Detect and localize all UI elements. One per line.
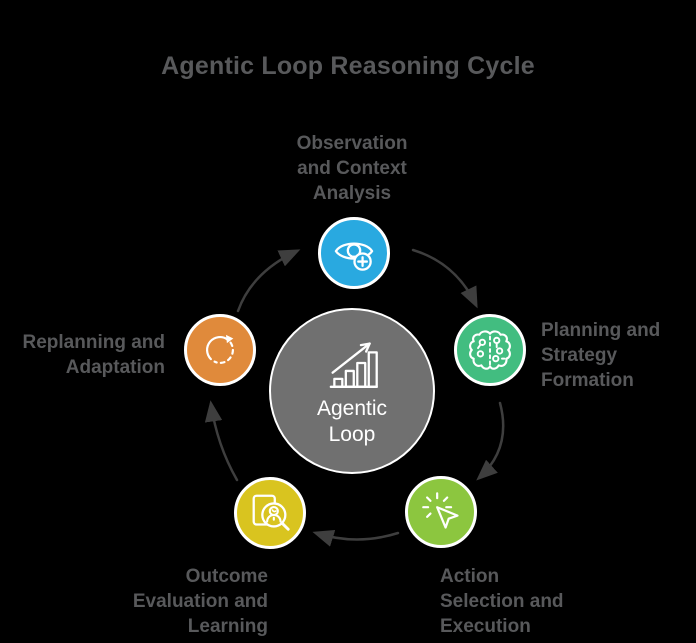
arrow-replanning-to-observation (236, 249, 301, 313)
arrow-action-to-outcome (312, 529, 400, 547)
label-replanning: Replanning and Adaptation (22, 332, 166, 378)
label-outcome: Outcome Evaluation and Learning (132, 566, 268, 637)
label-observation: Observation and Context Analysis (296, 133, 408, 204)
node-replanning (184, 314, 256, 386)
cursor-click-icon (422, 492, 459, 529)
arrow-outcome-to-replanning (204, 400, 239, 482)
person-magnifier-document-icon (252, 494, 290, 531)
arrow-observation-to-planning (411, 248, 478, 309)
node-outcome (234, 477, 306, 549)
brain-circuit-icon (469, 330, 511, 370)
node-action (405, 476, 477, 548)
arrow-planning-to-action (476, 401, 505, 481)
center-node-label: Agentic Loop (316, 397, 388, 446)
growth-chart-icon (329, 342, 378, 388)
eye-plus-icon (334, 242, 374, 271)
label-action: Action Selection and Execution (440, 566, 564, 637)
node-observation (318, 217, 390, 289)
diagram-title: Agentic Loop Reasoning Cycle (161, 52, 535, 80)
node-planning (454, 314, 526, 386)
label-planning: Planning and Strategy Formation (541, 320, 661, 391)
refresh-cycle-icon (206, 334, 234, 364)
center-node-agentic-loop: Agentic Loop (269, 308, 435, 474)
